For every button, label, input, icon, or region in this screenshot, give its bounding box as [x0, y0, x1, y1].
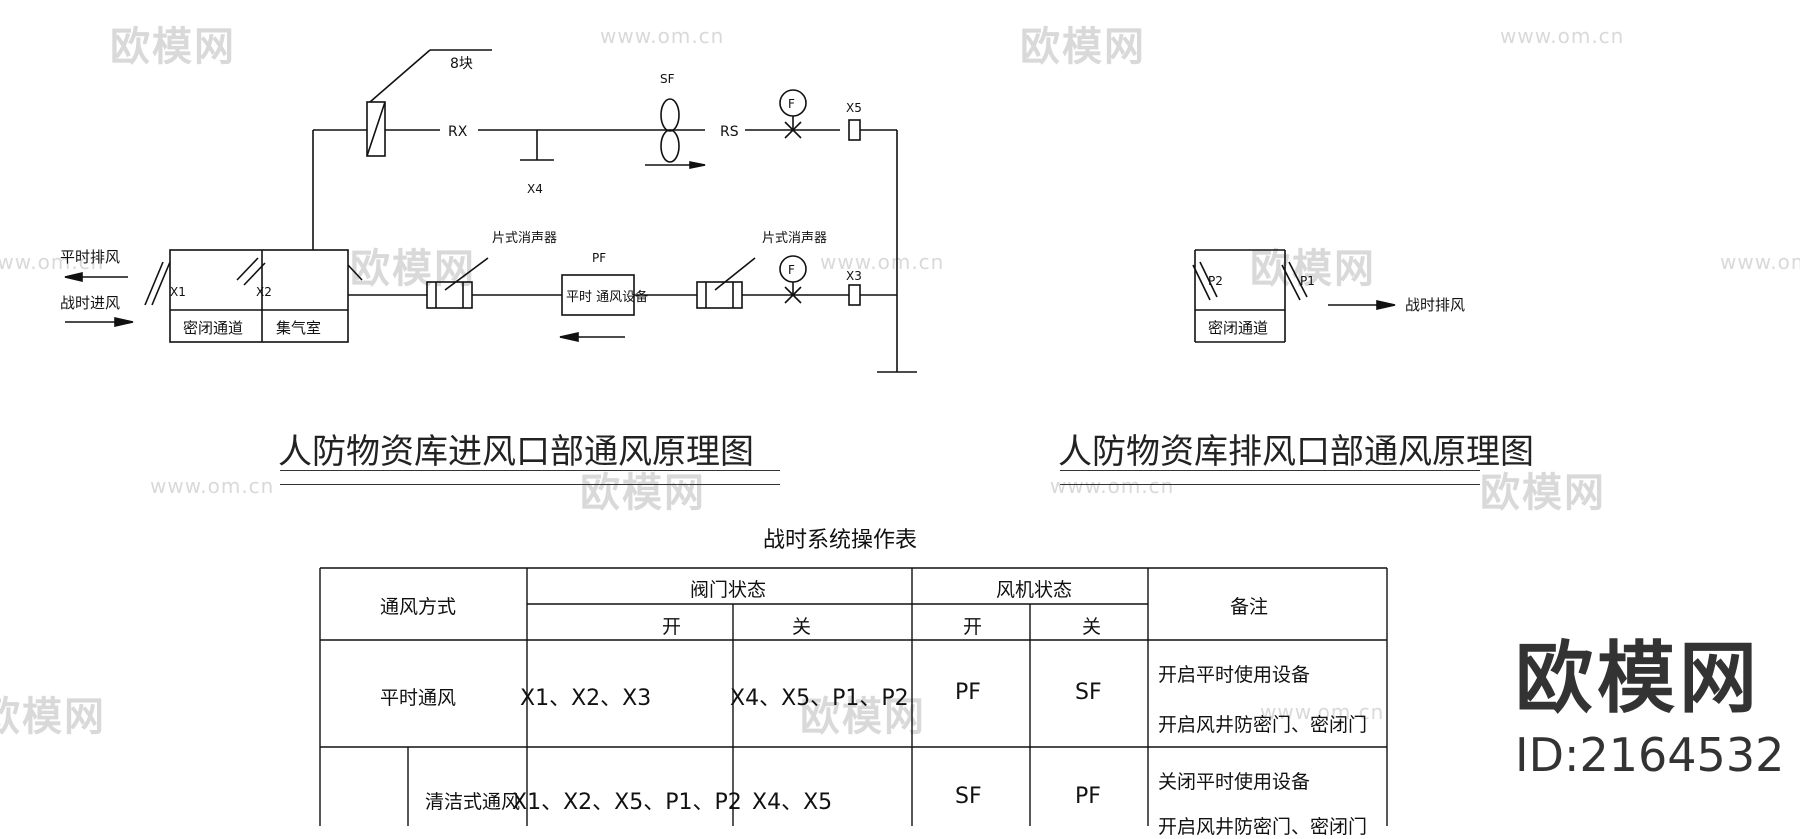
row1-valve-close: X4、X5、P1、P2: [730, 686, 909, 711]
label-war-exhaust: 战时排风: [1405, 296, 1465, 314]
brand-block: 欧模网 ID:2164532: [1515, 640, 1784, 778]
header-fan-close: 关: [1082, 616, 1102, 638]
row2-valve-close: X4、X5: [752, 790, 833, 815]
brand-id: ID:2164532: [1515, 728, 1785, 782]
watermark-url: www.om.cn: [1500, 24, 1625, 48]
operation-table-grid: [319, 567, 1388, 826]
watermark-logo: 欧模网: [1480, 470, 1606, 516]
header-fan: 风机状态: [996, 579, 1073, 601]
row1-note-1: 开启平时使用设备: [1158, 664, 1311, 686]
label-sf: SF: [660, 72, 675, 86]
row1-note-2: 开启风井防密门、密闭门: [1158, 714, 1368, 736]
label-f2: F: [788, 263, 795, 277]
exhaust-diagram-title: 人防物资库排风口部通风原理图: [1058, 432, 1534, 472]
row2-mode: 清洁式通风: [425, 791, 521, 813]
row2-fan-open: SF: [955, 784, 982, 809]
watermark-logo: 欧模网: [1250, 246, 1376, 292]
label-rx: RX: [448, 124, 468, 140]
row2-note-1: 关闭平时使用设备: [1158, 771, 1311, 793]
header-valve-open: 开: [662, 616, 682, 638]
watermark-url: www.om.cn: [1050, 474, 1175, 498]
label-pf: PF: [592, 251, 606, 265]
watermark-url: www.om.cn: [1720, 250, 1800, 274]
intake-diagram-title: 人防物资库进风口部通风原理图: [278, 432, 754, 472]
watermark-url: www.om.cn: [820, 250, 945, 274]
row1-valve-open: X1、X2、X3: [520, 686, 652, 711]
watermark-logo: 欧模网: [1020, 24, 1146, 70]
watermark-logo: 欧模网: [110, 24, 236, 70]
label-x5: X5: [846, 101, 862, 115]
label-muffler-2: 片式消声器: [762, 231, 827, 246]
brand-name: 欧模网: [1515, 634, 1762, 724]
row2-valve-open: X1、X2、X5、P1、P2: [512, 790, 742, 815]
label-pf-box: 平时 通风设备: [566, 289, 648, 305]
label-p2: P2: [1208, 274, 1223, 288]
watermark-url: www.om.cn: [600, 24, 725, 48]
watermark-logo: 欧模网: [800, 694, 926, 740]
header-valve: 阀门状态: [690, 579, 767, 601]
watermark-url: www.om.cn: [150, 474, 275, 498]
title-underline: [280, 470, 780, 471]
header-fan-open: 开: [963, 616, 983, 638]
label-8blocks: 8块: [450, 56, 473, 72]
watermark-logo: 欧模网: [580, 470, 706, 516]
header-valve-close: 关: [792, 616, 812, 638]
label-x1: X1: [170, 285, 186, 299]
label-f1: F: [788, 97, 795, 111]
label-peace-exhaust: 平时排风: [60, 248, 120, 266]
table-caption: 战时系统操作表: [763, 528, 918, 553]
title-underline: [1060, 470, 1480, 471]
label-x4: X4: [527, 182, 543, 196]
header-mode: 通风方式: [380, 596, 457, 618]
row2-fan-close: PF: [1075, 784, 1101, 809]
label-war-intake: 战时进风: [60, 294, 120, 312]
title-underline: [1060, 484, 1480, 485]
header-note: 备注: [1230, 596, 1269, 618]
label-rs: RS: [720, 124, 739, 140]
row1-fan-open: PF: [955, 680, 981, 705]
watermark-url: www.om.cn: [1260, 700, 1385, 724]
title-underline: [280, 484, 780, 485]
watermark-url: www.om.cn: [0, 250, 105, 274]
label-exhaust-room: 密闭通道: [1208, 319, 1268, 337]
label-p1: P1: [1300, 274, 1315, 288]
row1-mode: 平时通风: [380, 687, 457, 709]
label-muffler-1: 片式消声器: [492, 231, 557, 246]
row1-fan-close: SF: [1075, 680, 1102, 705]
watermark-logo: 欧模网: [0, 694, 106, 740]
label-room-collect: 集气室: [276, 319, 321, 337]
label-room-airlock: 密闭通道: [183, 319, 243, 337]
label-x3: X3: [846, 269, 862, 283]
label-x2: X2: [256, 285, 272, 299]
